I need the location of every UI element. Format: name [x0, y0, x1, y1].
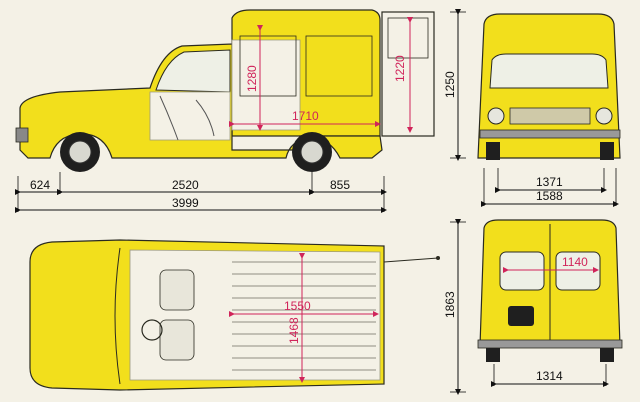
top-seat-left: [159, 269, 195, 311]
side-view: 1280 1220 1710 1250 624 2520 855 3999: [15, 9, 466, 213]
front-windshield: [489, 53, 609, 89]
side-cutaway-interior: [231, 39, 301, 131]
door-opening-width-label: 1140: [562, 255, 588, 269]
cargo-floor-length-label: 1550: [284, 299, 311, 313]
front-view: 1371 1588: [477, 13, 621, 207]
overall-width-label: 1588: [536, 189, 563, 203]
wheelbase-label: 2520: [172, 178, 199, 192]
front-left-headlight: [487, 107, 505, 125]
front-track-label: 1371: [536, 175, 563, 189]
cargo-floor-width-label: 1468: [287, 317, 301, 344]
top-overall-width-label: 1863: [443, 291, 457, 318]
overall-length-label: 3999: [172, 196, 199, 210]
door-height-label: 1220: [393, 55, 407, 82]
top-steering-wheel: [141, 319, 163, 341]
cargo-height-label: 1280: [245, 65, 259, 92]
top-seat-right: [159, 319, 195, 361]
cargo-length-label: 1710: [292, 109, 319, 123]
rear-view: 1140 1314: [477, 219, 623, 387]
overall-height-label: 1250: [443, 71, 457, 98]
rear-license-plate: [508, 306, 534, 326]
side-open-rear-door: [381, 11, 435, 137]
top-cargo-floor: [129, 249, 381, 381]
top-view: 1550 1468 1863: [29, 219, 466, 395]
side-window: [155, 49, 231, 93]
rear-overhang-label: 855: [330, 178, 350, 192]
rear-left-window: [499, 251, 545, 291]
front-grille: [509, 107, 591, 125]
front-right-headlight: [595, 107, 613, 125]
front-overhang-label: 624: [30, 178, 50, 192]
rear-track-label: 1314: [536, 369, 563, 383]
